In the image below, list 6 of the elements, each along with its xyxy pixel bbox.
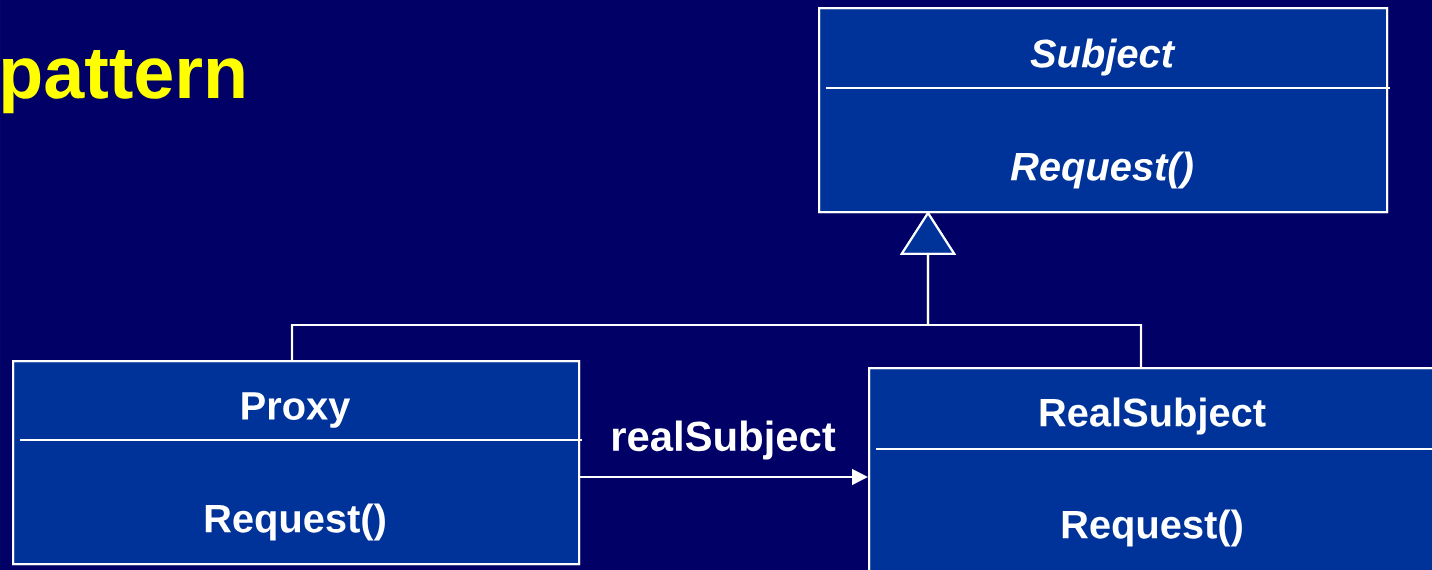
title: pattern xyxy=(3,49,244,114)
connector-arrow xyxy=(899,211,1143,367)
class-box: Proxy Request() xyxy=(12,360,582,566)
class-box: Subject Request() xyxy=(818,7,1390,214)
class-box: RealSubject Request() xyxy=(868,367,1432,570)
edge-label: realSubject xyxy=(608,418,838,462)
